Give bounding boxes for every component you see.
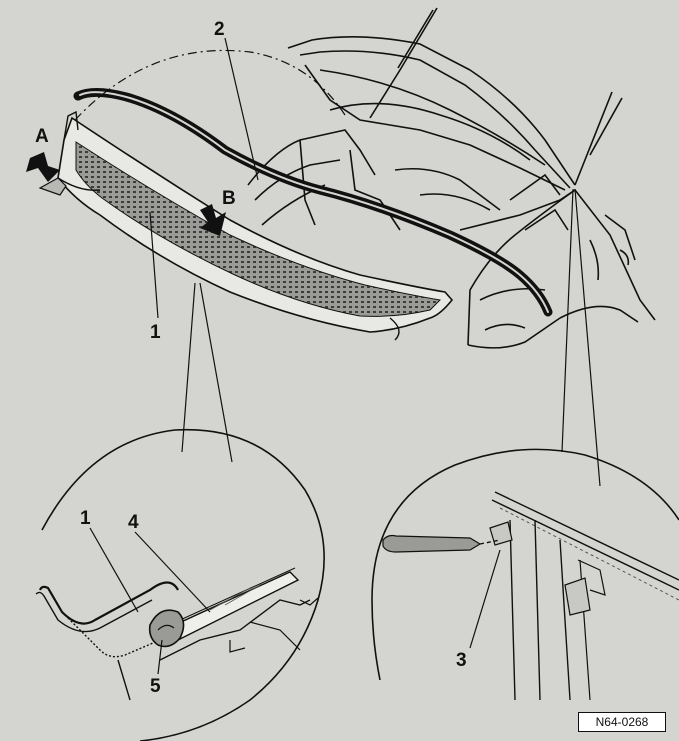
callout-arrow-b: B [222, 188, 236, 209]
callout-part-2: 2 [214, 19, 225, 40]
figure-reference-code: N64-0268 [578, 712, 666, 732]
callout-detail-part-1: 1 [80, 508, 91, 529]
car-body-outline [247, 7, 656, 349]
callout-part-5: 5 [150, 676, 161, 697]
detail-leaders-left [89, 527, 211, 675]
arrow-b [200, 204, 226, 236]
leader-lines [149, 37, 601, 487]
seal-installation-arc [74, 49, 346, 121]
arrow-a [26, 152, 60, 182]
callout-arrow-a: A [35, 126, 49, 147]
callout-part-3: 3 [456, 650, 467, 671]
hood-seal-highlight [79, 91, 549, 313]
callout-part-4: 4 [128, 512, 139, 533]
cowl-panel [38, 110, 454, 341]
detail-circle-left [35, 428, 325, 741]
callout-part-1: 1 [150, 322, 161, 343]
detail-circle-right [371, 448, 679, 701]
detail-leader-right [469, 549, 501, 649]
